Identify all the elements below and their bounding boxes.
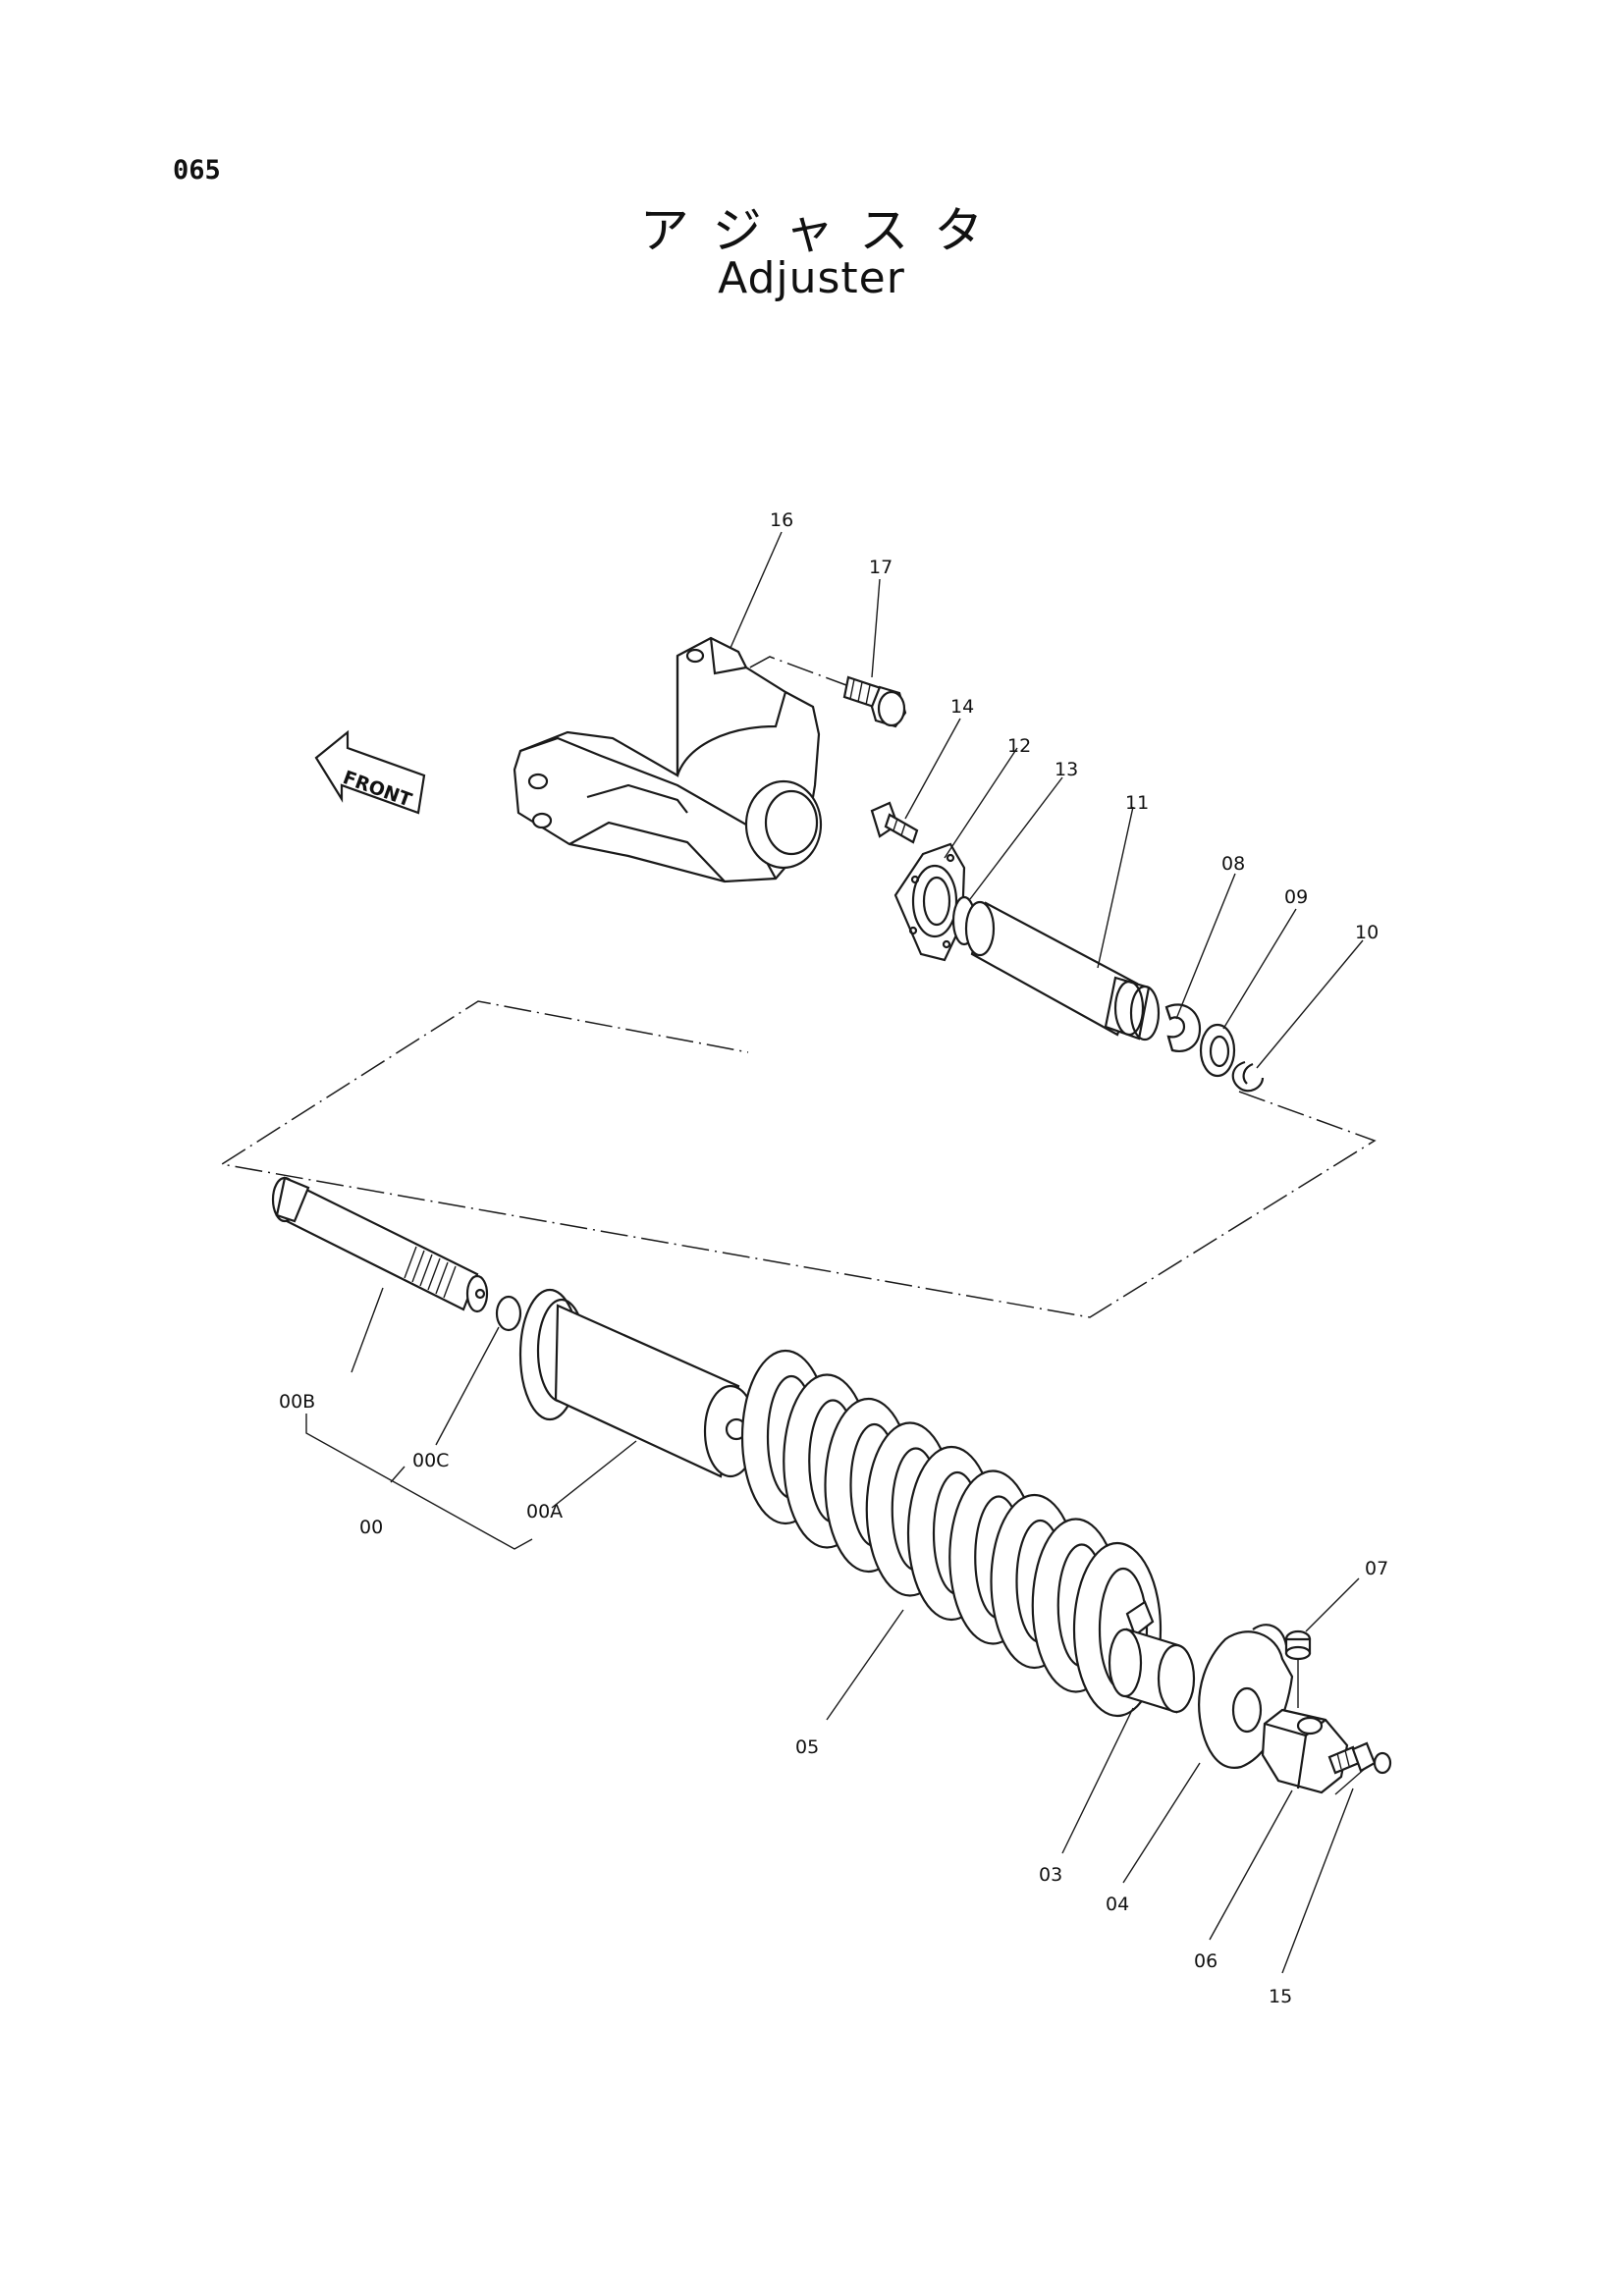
label-00A: 00A <box>526 1501 563 1522</box>
label-00C: 00C <box>412 1450 449 1471</box>
o-ring-part-00C <box>495 1295 522 1332</box>
page-number: 065 <box>173 155 221 186</box>
plug-bolt-part-07 <box>1284 1629 1312 1661</box>
rod-part-11 <box>964 900 1161 1041</box>
washer-part-09 <box>1199 1023 1236 1078</box>
label-07: 07 <box>1365 1558 1388 1579</box>
cylinder-part-00A <box>518 1288 758 1478</box>
rod-part-00B <box>271 1176 489 1313</box>
leader-00 <box>390 1466 406 1483</box>
title-english: Adjuster <box>718 253 905 303</box>
bolt-part-17 <box>842 675 907 728</box>
label-17: 17 <box>869 557 893 578</box>
leader-lines <box>351 531 1364 1974</box>
label-14: 14 <box>950 696 974 718</box>
spacer-part-03 <box>1108 1600 1196 1714</box>
snap-ring-part-10 <box>1231 1060 1265 1093</box>
idler-bracket-part-16 <box>513 636 823 883</box>
label-13: 13 <box>1055 759 1078 780</box>
assembly-frame-line <box>219 1000 1377 1318</box>
nut-block-part-06 <box>1261 1708 1349 1794</box>
label-09: 09 <box>1284 886 1308 908</box>
title-japanese: アジャスタ <box>639 202 1009 259</box>
label-00B: 00B <box>279 1391 315 1413</box>
label-12: 12 <box>1007 735 1031 757</box>
alignment-line-15 <box>1334 1766 1368 1795</box>
assembly-bracket-00 <box>305 1414 533 1550</box>
label-11: 11 <box>1125 792 1149 814</box>
label-16: 16 <box>770 509 793 531</box>
label-04: 04 <box>1106 1894 1129 1915</box>
bolt-part-14 <box>870 801 919 844</box>
label-05: 05 <box>795 1736 819 1758</box>
recoil-spring-part-05 <box>740 1349 1163 1718</box>
label-08: 08 <box>1221 853 1245 875</box>
label-15: 15 <box>1269 1986 1292 2007</box>
label-03: 03 <box>1039 1864 1062 1886</box>
label-00: 00 <box>359 1517 383 1538</box>
grease-fitting-part-15 <box>1327 1741 1392 1775</box>
flange-part-12 <box>893 842 966 962</box>
label-06: 06 <box>1194 1950 1217 1972</box>
split-ring-part-08 <box>1164 1003 1202 1052</box>
label-10: 10 <box>1355 922 1379 943</box>
front-arrow: FRONT <box>314 729 426 815</box>
